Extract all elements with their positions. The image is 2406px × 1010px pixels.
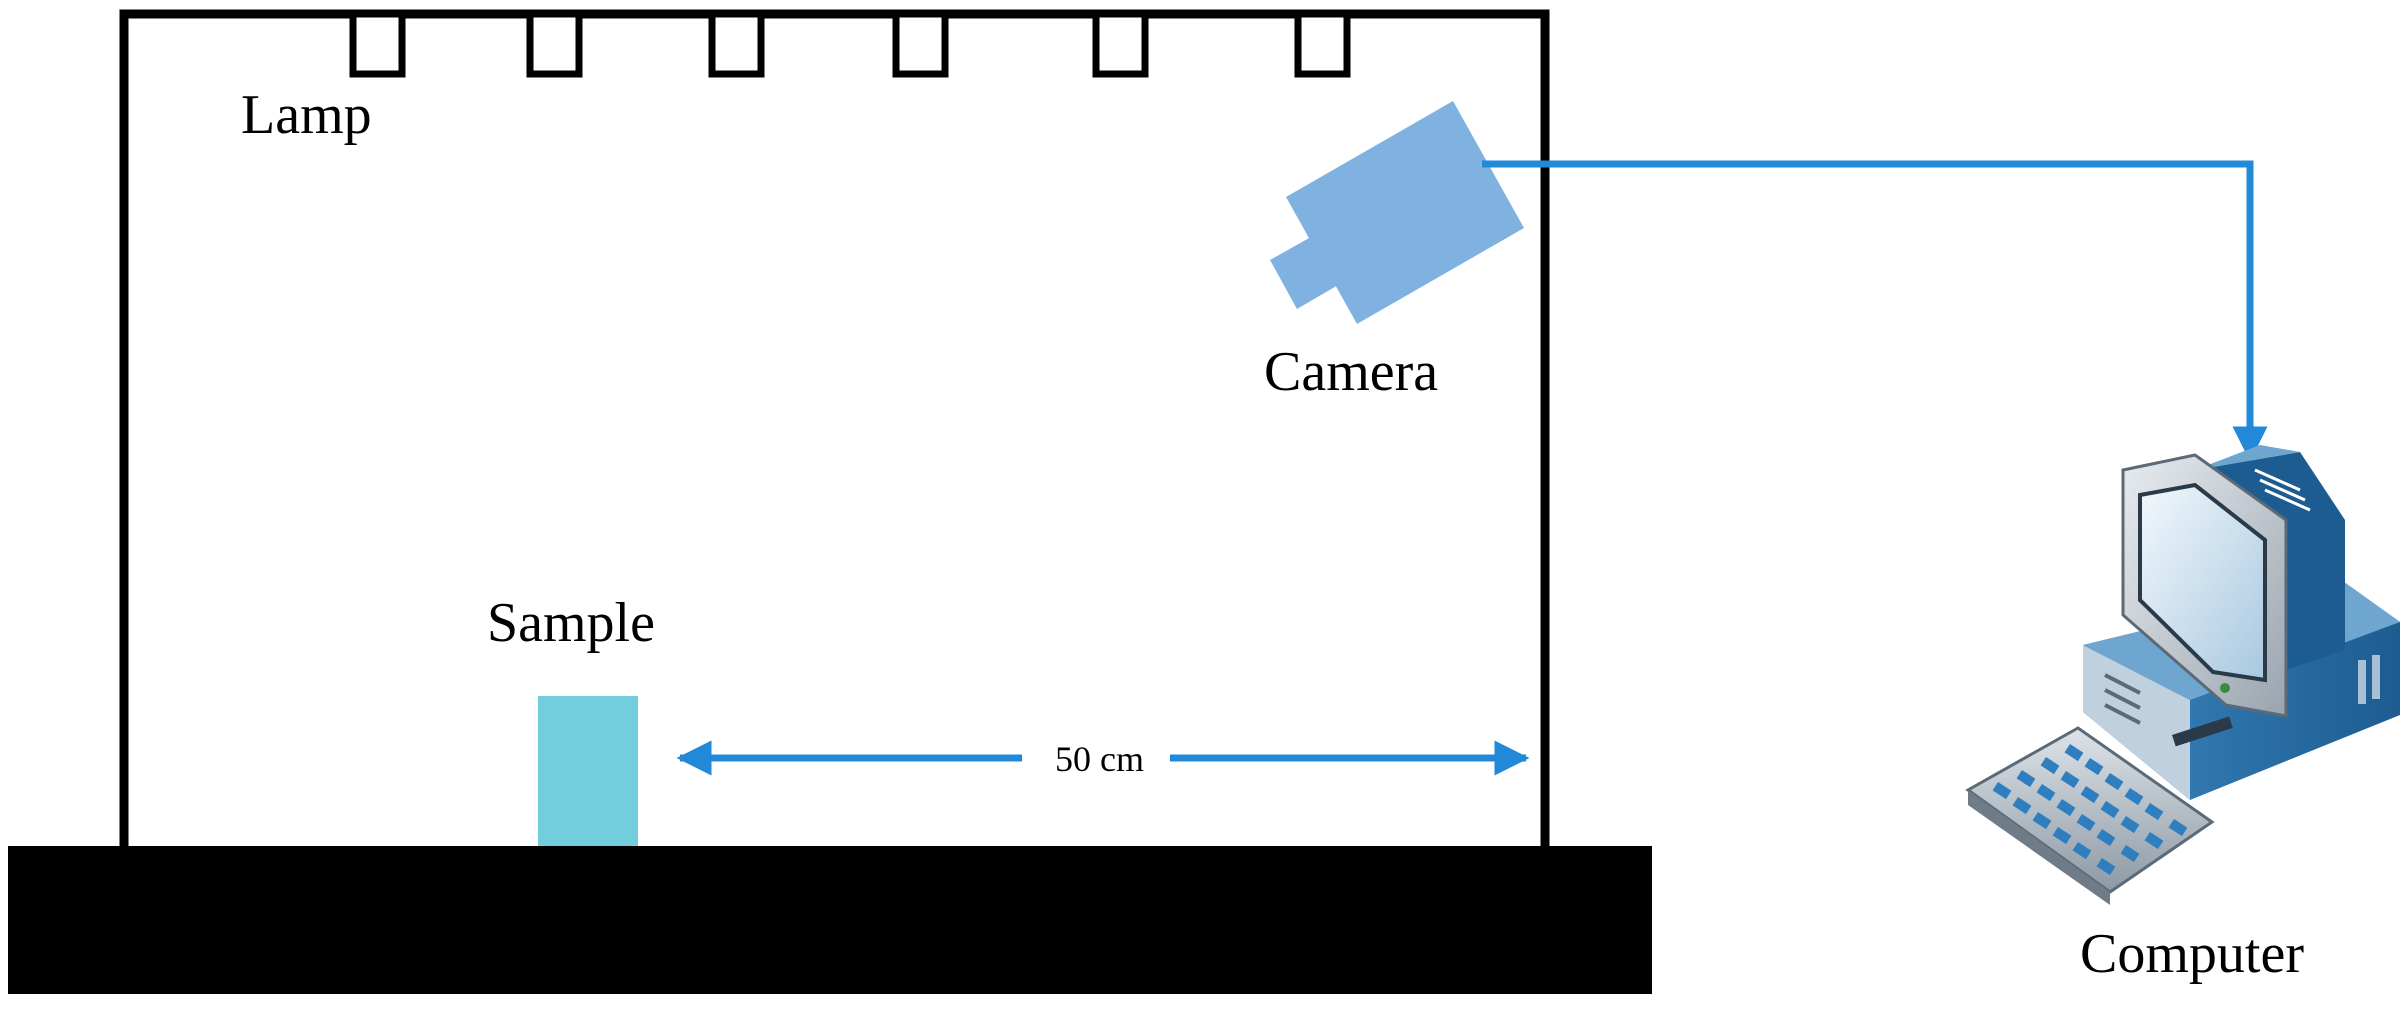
sample-block [538, 696, 638, 846]
camera-cable-arrow [1482, 160, 2268, 462]
lamp-4 [892, 10, 949, 78]
lamp-label: Lamp [241, 84, 372, 146]
base-table [8, 846, 1652, 994]
lamp-6 [1294, 10, 1351, 78]
lamp-2 [526, 10, 583, 78]
sample-label: Sample [487, 592, 655, 654]
computer-icon [1965, 445, 2400, 905]
camera-label: Camera [1264, 341, 1438, 403]
lamp-5 [1092, 10, 1149, 78]
computer-label: Computer [2080, 923, 2304, 985]
lamp-3 [708, 10, 765, 78]
distance-label: 50 cm [1055, 739, 1144, 779]
lamps [349, 10, 1351, 78]
lamp-1 [349, 10, 406, 78]
camera-icon [1270, 101, 1524, 324]
chamber-frame [119, 9, 1550, 848]
